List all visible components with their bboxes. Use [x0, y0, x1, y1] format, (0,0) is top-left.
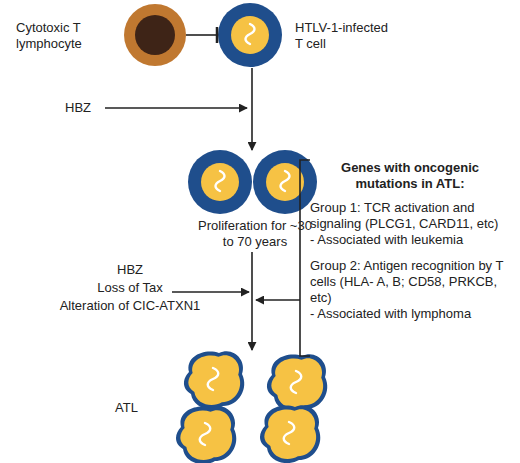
- infected-cell: [188, 150, 252, 214]
- atl-cell: [184, 351, 244, 409]
- atl-cell: [260, 405, 320, 463]
- infected-cell: [218, 3, 282, 67]
- factor-label: HBZ: [50, 262, 210, 278]
- inhibition-line: [186, 34, 217, 36]
- node-text: Group 1: TCR activation and signaling (P…: [310, 200, 510, 232]
- cell-group: Proliferation for ~30 to 70 years: [185, 150, 325, 252]
- node-text: Proliferation for ~30 to 70 years: [195, 218, 315, 250]
- node-text: ATL: [115, 400, 155, 416]
- node-text: Group 2: Antigen recognition by T cells …: [310, 258, 510, 306]
- factor-label: HBZ: [65, 100, 91, 116]
- cell-node: HTLV-1-infected T cell: [217, 2, 407, 68]
- input-arrow: [105, 107, 247, 109]
- node-text: - Associated with lymphoma: [310, 306, 510, 322]
- node-text: HTLV-1-infected T cell: [295, 20, 395, 52]
- cell-node: Cytotoxic T lymphocyte: [10, 2, 186, 68]
- atl-cell: [267, 354, 327, 412]
- flow-arrow: [251, 68, 253, 150]
- panel-heading: Genes with oncogenic mutations in ATL:: [310, 160, 510, 192]
- flow-arrow: [251, 252, 253, 350]
- node-text: - Associated with leukemia: [310, 232, 510, 248]
- bracket: [300, 160, 310, 356]
- node-text: Cytotoxic T lymphocyte: [16, 20, 106, 52]
- cell-group: ATL: [115, 350, 345, 462]
- gene-panel: Genes with oncogenic mutations in ATL: Gr…: [298, 158, 516, 358]
- factor-label: Loss of Tax: [50, 280, 210, 296]
- factor-label: Alteration of CIC-ATXN1: [50, 298, 210, 314]
- input-arrow: [256, 299, 300, 301]
- input-arrow: [172, 291, 249, 293]
- cytotoxic-cell: [124, 4, 186, 66]
- atl-cell: [176, 406, 236, 463]
